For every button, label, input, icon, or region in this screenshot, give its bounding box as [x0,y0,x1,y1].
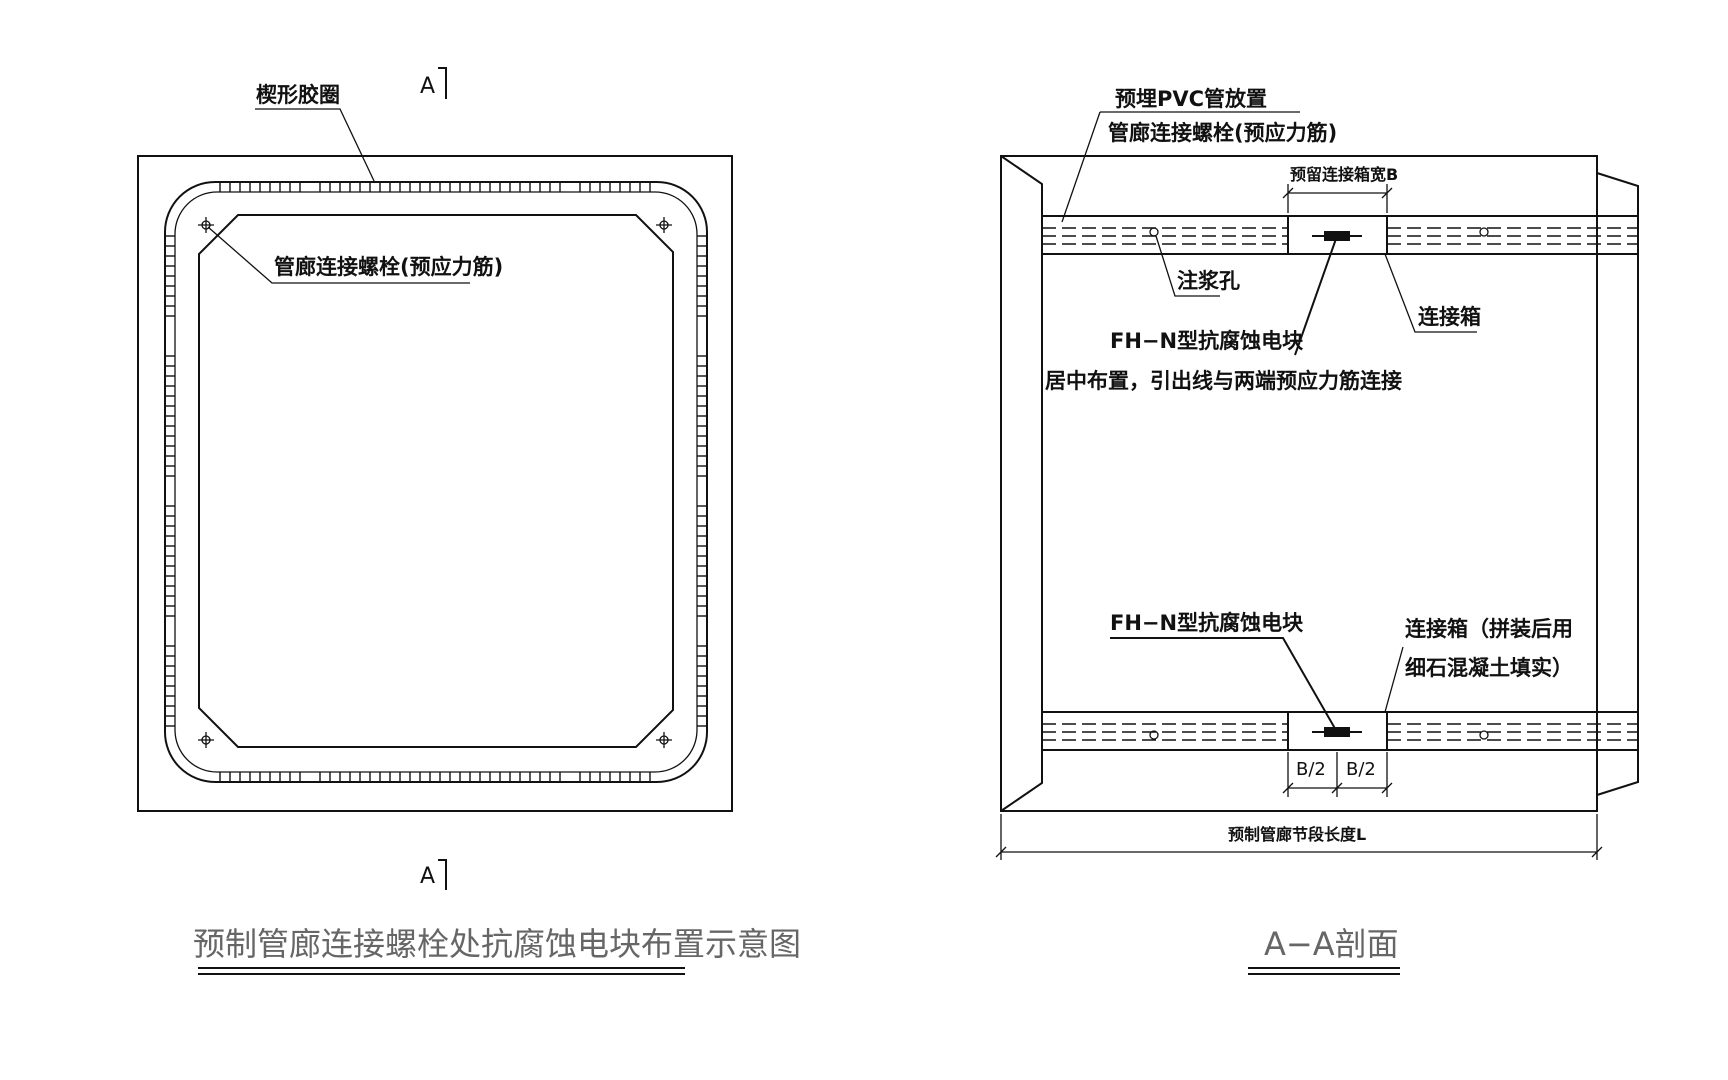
caption-left: 预制管廊连接螺栓处抗腐蚀电块布置示意图 [193,925,801,963]
leader-bolt [207,226,470,284]
leader-connection-box [1384,253,1477,333]
svg-text:A: A [420,74,435,99]
svg-text:A: A [420,864,435,889]
corner-bolts [198,217,672,748]
leader-wedge-gasket [255,108,376,184]
connection-box-top [1287,215,1388,255]
segment-body [1000,155,1598,812]
bottom-bolt-band [1042,711,1638,751]
dim-box-width [1282,184,1393,213]
dim-half-right: B/2 [1346,759,1376,780]
label-box-width: 预留连接箱宽B [1290,165,1398,184]
left-end-taper [1000,155,1043,812]
label-grout-hole: 注浆孔 [1177,269,1240,293]
label-bolt-left: 管廊连接螺栓(预应力筋) [274,255,503,279]
gasket-ring-outer [164,181,708,783]
label-bolt-right: 管廊连接螺栓(预应力筋) [1108,121,1337,145]
gasket-ring-inner [174,191,698,773]
label-pvc: 预埋PVC管放置 [1115,87,1267,111]
connection-box-bottom [1287,711,1388,751]
label-anode-top: FH−N型抗腐蚀电块 [1110,329,1304,353]
section-mark-bottom: A [420,859,447,890]
dim-half-lines [1282,752,1393,797]
caption-right: A−A剖面 [1264,925,1399,963]
right-end-taper [1596,172,1639,796]
dim-length: 预制管廊节段长度L [1228,825,1366,844]
leader-anode-top [1294,235,1338,356]
leader-pvc [1061,111,1300,223]
label-anode-bottom: FH−N型抗腐蚀电块 [1110,611,1304,635]
label-connection-box: 连接箱 [1418,305,1481,329]
section-aa-view: 预埋PVC管放置 管廊连接螺栓(预应力筋) 预留连接箱宽B 注浆孔 连接箱 FH… [995,87,1639,975]
gasket-segments [165,182,707,782]
label-anode-note: 居中布置，引出线与两端预应力筋连接 [1045,369,1402,393]
dim-half-left: B/2 [1296,759,1326,780]
caption-left-underline [198,967,685,975]
top-bolt-band [1042,215,1638,255]
leader-grout-hole [1155,235,1220,297]
label-box-fill-2: 细石混凝土填实） [1405,656,1573,680]
outer-frame [137,155,733,812]
cross-section-view: 楔形胶圈 管廊连接螺栓(预应力筋) A A 预制管廊连接螺栓处抗腐蚀电块布置示意… [137,67,801,975]
leader-anode-bottom [1110,637,1338,733]
inner-chamfered-box [198,214,674,748]
label-wedge-gasket: 楔形胶圈 [256,83,340,107]
label-box-fill-1: 连接箱（拼装后用 [1405,617,1573,641]
caption-right-underline [1248,967,1400,975]
leader-box-fill [1384,646,1404,713]
dim-length-lines [995,814,1603,860]
section-mark-top: A [420,67,447,99]
